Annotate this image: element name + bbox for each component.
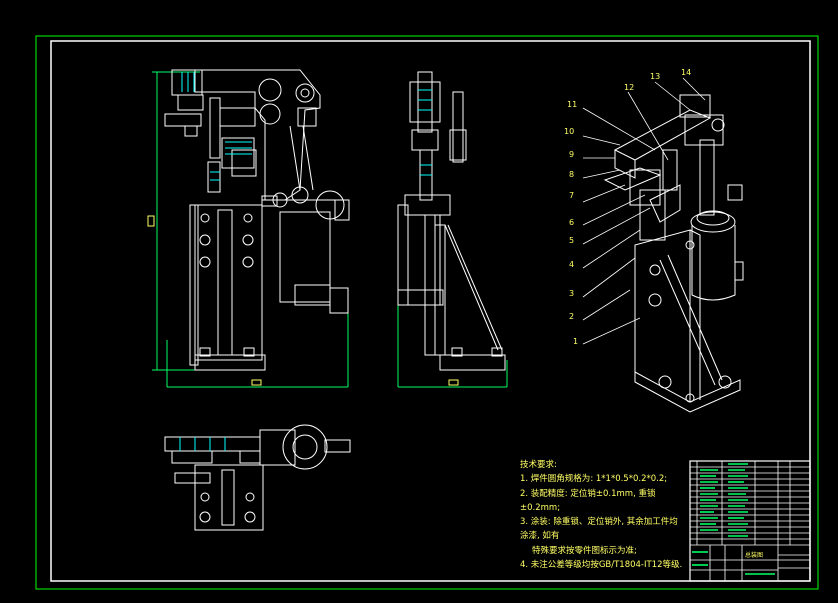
inner-frame [50, 40, 811, 582]
title-block [689, 460, 811, 582]
balloon-8: 8 [569, 170, 575, 179]
tech-req-line: 3. 涂装: 除重锁、定位销外, 其余加工件均 [520, 517, 678, 528]
front-view [147, 69, 350, 388]
tech-req-line: 2. 装配精度: 定位销±0.1mm, 重锁 [520, 488, 656, 499]
balloon-3: 3 [569, 289, 575, 298]
tech-req-line: 特殊要求按零件图标示为准; [532, 545, 637, 556]
title-block-name: 总装图 [745, 552, 764, 559]
technical-requirements: 技术要求: 1. 焊件圆角规格为: 1*1*0.5*0.2*0.2; 2. 装配… [520, 458, 690, 572]
balloon-7: 7 [569, 191, 575, 200]
side-view [397, 71, 508, 388]
balloon-14: 14 [681, 68, 692, 77]
balloon-12: 12 [624, 83, 635, 92]
tech-req-heading: 技术要求: [520, 460, 557, 470]
balloon-6: 6 [569, 218, 575, 227]
top-view [164, 424, 351, 531]
tech-req-line: ±0.2mm; [520, 502, 561, 513]
balloon-13: 13 [650, 72, 661, 81]
balloon-1: 1 [573, 337, 579, 346]
tech-req-line: 4. 未注公差等级均按GB/T1804-IT12等级. [520, 560, 683, 571]
balloon-9: 9 [569, 150, 575, 159]
balloon-5: 5 [569, 236, 575, 245]
tech-req-line: 涂漆, 如有 [520, 531, 560, 542]
balloon-4: 4 [569, 260, 575, 269]
isometric-view [603, 94, 744, 413]
balloon-2: 2 [569, 312, 575, 321]
balloon-10: 10 [564, 127, 575, 136]
outer-frame [35, 35, 819, 590]
balloon-leaders [582, 77, 706, 345]
balloon-11: 11 [567, 100, 578, 109]
tech-req-line: 1. 焊件圆角规格为: 1*1*0.5*0.2*0.2; [520, 474, 668, 485]
